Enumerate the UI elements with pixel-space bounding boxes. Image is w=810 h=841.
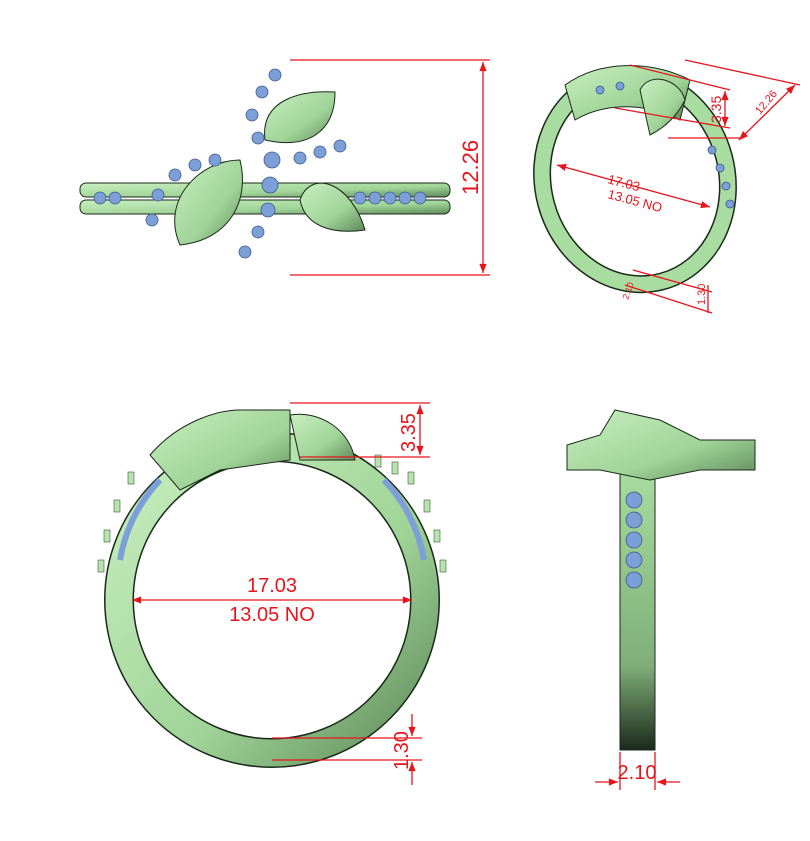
side-top-height-label: 3.35: [398, 413, 420, 452]
front-height-label: 12.26: [458, 140, 483, 195]
side-prongs: [97, 454, 447, 573]
front-view: 12.26: [79, 59, 490, 276]
front-stones-cluster: [145, 68, 347, 259]
perspective-top-height-label: 3.35: [708, 96, 724, 123]
perspective-view: 12.26 3.35 17.03 13.05 NO 1.30 2.10: [533, 59, 801, 314]
side-size-label: 13.05 NO: [229, 604, 315, 626]
perspective-thickness-label: 1.30: [696, 284, 708, 305]
side-diameter-label: 17.03: [247, 575, 297, 597]
side-thickness-label: 1.30: [391, 731, 413, 770]
end-width-label: 2.10: [618, 762, 657, 784]
side-view: 3.35 17.03 13.05 NO 1.30: [97, 402, 447, 785]
end-view: 2.10: [566, 409, 756, 790]
